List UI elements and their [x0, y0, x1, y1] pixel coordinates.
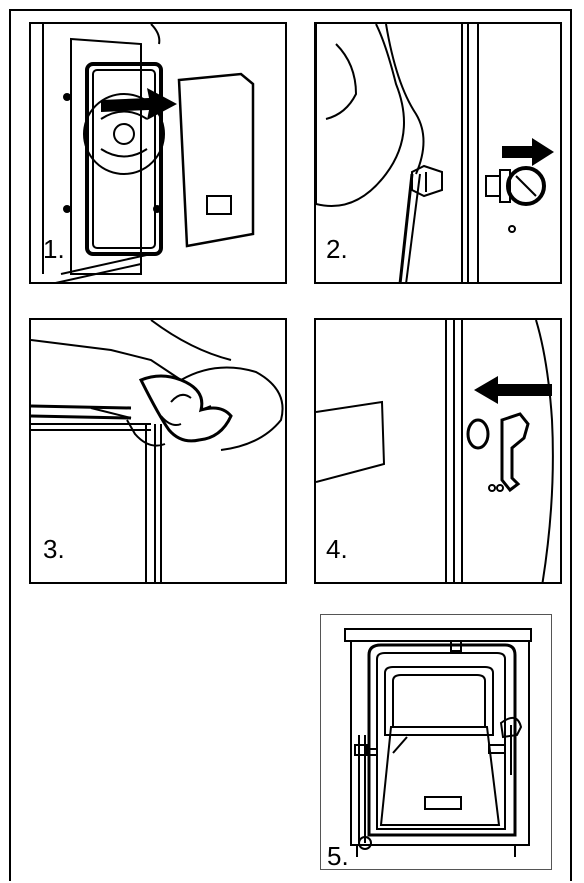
step-1-illustration: [31, 24, 287, 284]
step-2-label: 2.: [326, 236, 348, 262]
step-3-label: 3.: [43, 536, 65, 562]
step-5-illustration: [321, 615, 552, 870]
step-4-illustration: [316, 320, 562, 584]
step-2-panel: 2.: [314, 22, 562, 284]
step-3-panel: 3.: [29, 318, 287, 584]
step-1-panel: 1.: [29, 22, 287, 284]
step-4-label: 4.: [326, 536, 348, 562]
step-4-panel: 4.: [314, 318, 562, 584]
step-5-label: 5.: [327, 843, 349, 869]
step-2-illustration: [316, 24, 562, 284]
step-1-label: 1.: [43, 236, 65, 262]
step-5-panel: 5.: [320, 614, 552, 870]
step-3-illustration: [31, 320, 287, 584]
